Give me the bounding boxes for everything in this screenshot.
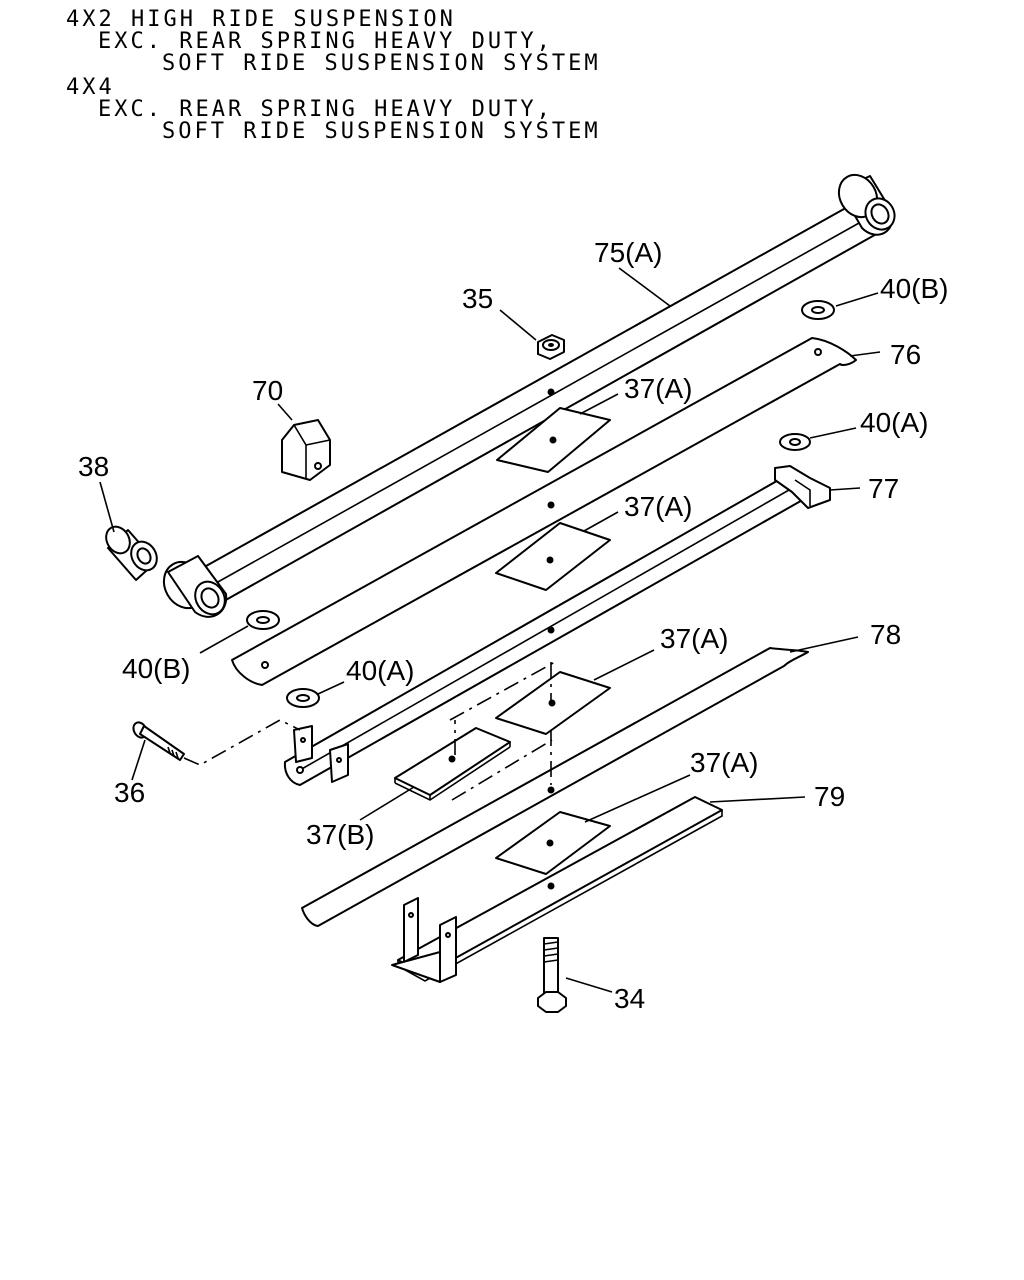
header-line-6: SOFT RIDE SUSPENSION SYSTEM (162, 119, 601, 144)
callout-40a-left: 40(A) (346, 655, 414, 686)
header-line-1: 4X2 HIGH RIDE SUSPENSION (66, 7, 456, 32)
callout-38: 38 (78, 451, 109, 482)
header-line-2: EXC. REAR SPRING HEAVY DUTY, (98, 29, 553, 54)
header-line-4: 4X4 (66, 75, 115, 100)
pad-37b (394, 727, 511, 801)
bump-stopper-70 (281, 419, 331, 481)
washer-40b-left (246, 610, 280, 630)
bolt-34 (537, 937, 567, 1013)
callout-78: 78 (870, 619, 901, 650)
main-leaf-75a (162, 173, 896, 618)
washer-40b-top (801, 300, 835, 320)
washer-40a-top (779, 433, 811, 451)
leaf-79 (391, 796, 723, 983)
pad-37a-2 (495, 522, 611, 591)
callout-40b-left: 40(B) (122, 653, 190, 684)
callout-37a-1: 37(A) (624, 373, 692, 404)
header-line-5: EXC. REAR SPRING HEAVY DUTY, (98, 97, 553, 122)
leader-lines (99, 267, 881, 993)
callout-37a-4: 37(A) (690, 747, 758, 778)
callout-37a-2: 37(A) (624, 491, 692, 522)
callout-34: 34 (614, 983, 645, 1014)
nut-35 (537, 334, 565, 360)
bush-38 (105, 525, 158, 581)
center-bolt-36 (132, 721, 185, 761)
pad-37a-4 (495, 811, 611, 875)
callout-75a: 75(A) (594, 237, 662, 268)
callout-76: 76 (890, 339, 921, 370)
callout-37b: 37(B) (306, 819, 374, 850)
callout-77: 77 (868, 473, 899, 504)
callout-70: 70 (252, 375, 283, 406)
callout-37a-3: 37(A) (660, 623, 728, 654)
leaf-78 (301, 647, 809, 927)
washer-40a-left (286, 688, 320, 708)
leaf-77 (283, 465, 831, 786)
callout-40a-top: 40(A) (860, 407, 928, 438)
callout-36: 36 (114, 777, 145, 808)
pad-37a-1 (496, 407, 611, 473)
header-block: 4X2 HIGH RIDE SUSPENSION EXC. REAR SPRIN… (66, 7, 601, 144)
callout-79: 79 (814, 781, 845, 812)
callout-40b-top: 40(B) (880, 273, 948, 304)
pad-37a-3 (495, 671, 611, 735)
callout-labels: 75(A) 35 40(B) 76 70 37(A) 38 40(A) 77 3… (78, 237, 948, 1014)
leaf-76 (231, 337, 857, 686)
center-line (183, 661, 556, 801)
header-line-3: SOFT RIDE SUSPENSION SYSTEM (162, 51, 601, 76)
callout-35: 35 (462, 283, 493, 314)
